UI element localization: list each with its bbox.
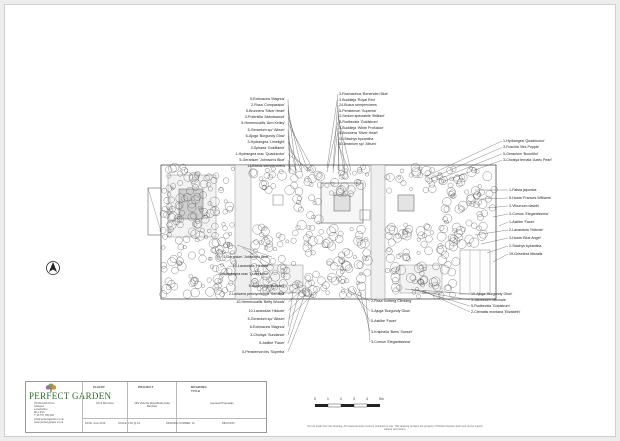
revision-field: REVISION: xyxy=(222,422,236,425)
plant-label: 24-Buxus sempervirens xyxy=(339,103,377,108)
plant-label: 5-Hosta 'Frances Williams' xyxy=(509,196,552,200)
plant-label: 1-Fatsia japonica xyxy=(509,188,537,192)
plant-label: 3-Viburnum davidii xyxy=(509,204,539,208)
scale-tick-label: 3 xyxy=(353,397,355,401)
plant-label: 5-Astilbe 'Fauer' xyxy=(371,319,397,324)
plant-label: 3-Hosta 'Blue Angel' xyxy=(509,236,542,240)
plant-label: 3-Ajuga 'Burgundy Glow' xyxy=(371,309,411,314)
project-heading: PROJECT xyxy=(138,385,154,389)
greenhouse xyxy=(459,249,491,295)
plant-label: 2-Stachys byzantina xyxy=(509,244,542,248)
plant-label: 3-Fuschia 'Mrs Popple' xyxy=(503,145,540,150)
plant-label: 5-Brunnera 'Silver Heart' xyxy=(339,131,379,136)
plant-label: 3-Sedum spectabile 'Brilliant' xyxy=(339,114,385,119)
plant-label: 3-Cornus 'Elegantissima' xyxy=(371,339,411,344)
path-right xyxy=(370,164,386,300)
scale-tick-label: 2 xyxy=(340,397,342,401)
plant-label: 5-Astilbe 'Deutschland' xyxy=(248,284,285,288)
plant-label: 5-Rudbeckia 'Goldstrum' xyxy=(339,120,379,124)
plant-label: 5-Geranium sp/ 'Album' xyxy=(247,316,285,321)
plant-label: 10-Ajuga 'Burgundy Glow' xyxy=(471,292,513,296)
plant-label: 3-Choisya 'Sundance' xyxy=(250,333,285,338)
plant-label: 3-Hydrangea 'Limelight' xyxy=(247,139,285,144)
address-line: ML1 3SA xyxy=(34,411,45,415)
tree-logo-icon xyxy=(45,383,57,392)
drawing-title-heading: DRAWING TITLE xyxy=(191,385,207,393)
plant-label: 5-Penstemon 'Superba' xyxy=(339,108,377,113)
drawing-title-column: DRAWING TITLE General Proposals xyxy=(176,382,234,432)
plant-label: 5-Geranium sp/ 'Album' xyxy=(247,127,285,132)
plant-label: 1-Hydrangea 'Quadricolor' xyxy=(503,139,545,143)
scale-field: SCALE: 1:50 @ A3 xyxy=(118,422,141,425)
title-block-footer xyxy=(82,418,266,429)
plant-label: 5-Geranium 'Bountiful' xyxy=(503,151,539,156)
plant-label: 3-Rosmarinus 'Benenden Blue' xyxy=(339,92,389,96)
plant-label: 1-Astilbe 'Fauer' xyxy=(509,220,535,224)
north-arrow-icon xyxy=(46,261,60,275)
plant-label: 3-Cornus 'Elegantissima' xyxy=(509,212,549,216)
plant-label: 14-Buxus sempervirens xyxy=(247,164,285,169)
address-line: Glasgow xyxy=(34,405,45,409)
company-logo: PERFECT GARDEN xyxy=(29,391,112,401)
plant-label: 5-Geranium 'Johnson's Blue' xyxy=(223,255,269,259)
plant-label: 10-Stachys byzantina xyxy=(339,136,374,141)
address-line: 33 Meredith Drive xyxy=(34,402,55,405)
drawing-note: Do not scale from this drawing. All meas… xyxy=(307,425,483,432)
plant-label: 3-Knipheila 'Bees' Sunset' xyxy=(371,329,413,334)
plant-label: 5-Geranium sp/ 'Album' xyxy=(339,142,377,147)
plant-label: 5-Brunnera 'Silver Heart' xyxy=(245,109,285,114)
client-heading: CLIENT xyxy=(93,385,106,389)
client-column: CLIENT Mr & Mrs Doe xyxy=(82,382,114,432)
plant-label: 5-Rudbeckia 'Goldstrum' xyxy=(471,304,511,308)
drawing-title-value: General Proposals xyxy=(210,401,234,405)
plant-label: 5-Geranium 'Johnson's Blue' xyxy=(239,158,285,162)
plant-label: 1-Hydrangea mac 'Quadricolor' xyxy=(235,151,285,156)
plant-label: 3-Jasminum officinale xyxy=(471,298,506,302)
plant-label: 10-Lavandula 'Hidcote' xyxy=(248,308,285,313)
plant-label: 5-Hemerocallis 'Arm Kelley' xyxy=(241,121,285,126)
scale-tick-label: 1 xyxy=(327,397,329,401)
drawing-number-field: DRAWING NUMBER: 01 xyxy=(166,422,195,425)
plant-label: 19-Griselinia littoralis xyxy=(509,252,543,256)
plant-label: 5-Penstemon bis 'Superba' xyxy=(242,349,285,354)
water-feature xyxy=(333,194,351,212)
plant-label: 10-Hemerocallis 'Betty Woods' xyxy=(236,300,285,305)
plant-label: 2-Hydrangea mac 'Quadricolor' xyxy=(219,272,269,276)
scale-tick-label: 5m xyxy=(379,397,384,401)
planter-box xyxy=(397,194,415,212)
scale-tick-label: 0 xyxy=(314,397,316,401)
label-leader-lines xyxy=(236,93,509,352)
plant-label: 2-Lonicera periclymenum 'Serotina' xyxy=(228,292,285,297)
plant-label: 3-Buddleja 'White Profusion' xyxy=(339,125,384,130)
scale-tick-label: 4 xyxy=(366,397,368,401)
plant-label: 2-Rosa 'Iceberg Climbing' xyxy=(371,299,412,303)
plant-label: 3-Potentilla 'Abbotswood' xyxy=(244,115,285,120)
plant-label: 3-Choisya ternata 'Aztec Pearl' xyxy=(503,158,553,163)
address-line: T: 01770 789 000 xyxy=(34,414,55,418)
plant-label: 6-Ajuga 'Burgundy Glow' xyxy=(245,133,285,138)
plant-label: 5-Astilbe 'Fauer' xyxy=(259,341,285,346)
client-value: Mr & Mrs Doe xyxy=(96,401,114,405)
date-field: DATE: June 2016 xyxy=(85,422,106,425)
plant-label: 2-Lavandula 'Hidcote' xyxy=(509,228,544,232)
plant-label: 5-Echinacea 'Magnus' xyxy=(249,97,285,101)
plant-label: 2-Rosa 'Compassion' xyxy=(251,103,285,108)
project-value: 139 Victoria Road Dalrymple Renfrew xyxy=(134,401,170,409)
plant-label: 10-Lavandula 'Hidcote' xyxy=(232,263,269,268)
plant-label: 3-Spiraea 'Goldflame' xyxy=(250,145,285,150)
path-left xyxy=(234,164,252,300)
drawing-sheet: 5-Echinacea 'Magnus'2-Rosa 'Compassion'5… xyxy=(4,4,616,437)
address-line: Lanarkshire xyxy=(34,408,48,412)
address-line: info@perfectgarden.co.uk xyxy=(34,417,64,421)
garden-plan xyxy=(147,93,509,352)
project-column: PROJECT 139 Victoria Road Dalrymple Renf… xyxy=(127,382,170,432)
address-line: www.perfectgarden.co.uk xyxy=(34,420,64,424)
plant-label: 3-Buddleja 'Royal Red' xyxy=(339,97,376,102)
plant-label: 6-Echinacea 'Magnus' xyxy=(249,325,285,329)
plant-label: 2-Clematis montana 'Elizabeth' xyxy=(471,310,521,314)
